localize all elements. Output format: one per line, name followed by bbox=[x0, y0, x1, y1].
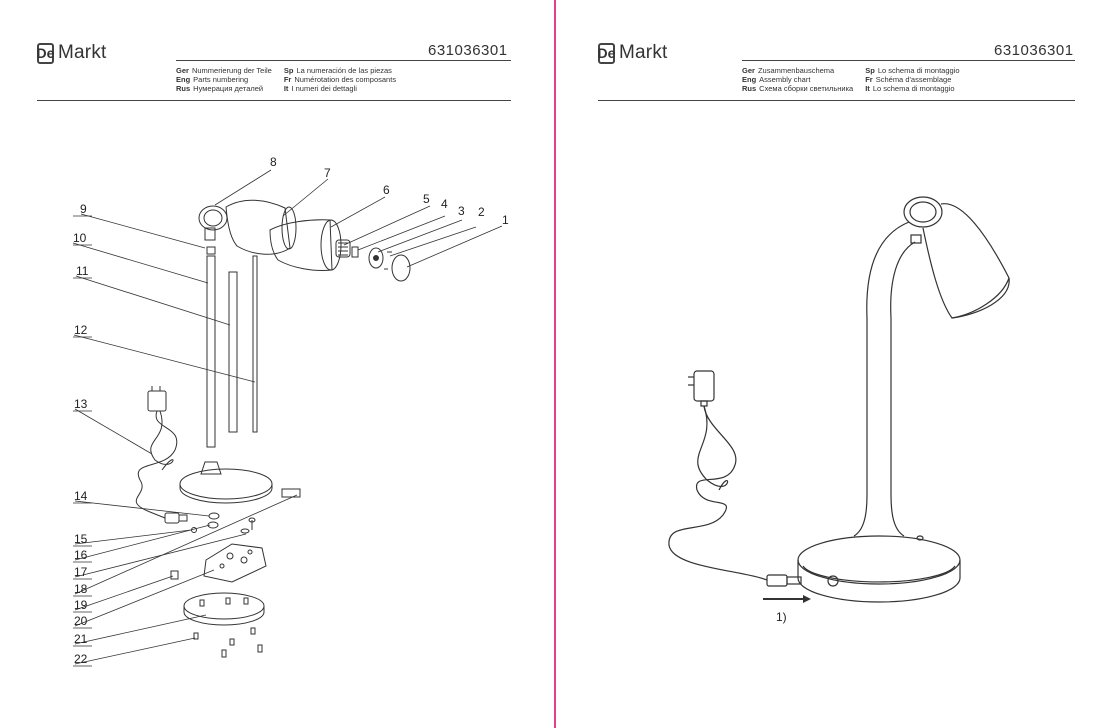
power-adapter bbox=[668, 370, 802, 587]
switch-plate bbox=[281, 488, 301, 498]
led-module bbox=[335, 239, 351, 258]
screws-small bbox=[384, 251, 392, 270]
leader-10 bbox=[72, 242, 209, 284]
diffuser-cap bbox=[391, 254, 411, 282]
part-number-22: 22 bbox=[74, 652, 88, 666]
part-number-18: 18 bbox=[74, 582, 88, 596]
leader-11 bbox=[75, 275, 231, 326]
logo-mark: De bbox=[37, 42, 54, 64]
exploded-parts-diagram: 1 2 3 4 5 6 7 8 9 10 11 12 13 14 15 16 1… bbox=[72, 155, 509, 667]
inner-shade bbox=[269, 219, 342, 271]
header-rule-bottom bbox=[37, 100, 511, 101]
gooseneck-left bbox=[866, 221, 910, 319]
leader-7 bbox=[282, 178, 329, 217]
tube-10 bbox=[206, 255, 216, 448]
brand-logo: De Markt bbox=[598, 42, 668, 64]
logo-word: Markt bbox=[619, 42, 668, 63]
base-cover bbox=[179, 461, 273, 504]
lamp-head bbox=[903, 196, 1010, 319]
part-number-19: 19 bbox=[74, 598, 88, 612]
gooseneck-right bbox=[890, 241, 916, 319]
part-number-7: 7 bbox=[324, 166, 331, 180]
part-number-12: 12 bbox=[74, 323, 88, 337]
part-number-17: 17 bbox=[74, 565, 88, 579]
part-number-16: 16 bbox=[74, 548, 88, 562]
part-number-20: 20 bbox=[74, 614, 88, 628]
header-rule-top bbox=[742, 60, 1075, 61]
part-number-5: 5 bbox=[423, 192, 430, 206]
leader-16 bbox=[74, 524, 211, 561]
power-adapter bbox=[135, 386, 188, 524]
part-number-21: 21 bbox=[74, 632, 88, 646]
bottom-housing bbox=[183, 592, 265, 626]
article-number: 631036301 bbox=[428, 42, 508, 59]
leader-22 bbox=[74, 637, 196, 665]
part-number-9: 9 bbox=[80, 202, 87, 216]
switch-19 bbox=[170, 570, 179, 580]
stem-right bbox=[890, 318, 905, 537]
part-number-8: 8 bbox=[270, 155, 277, 169]
part-number-13: 13 bbox=[74, 397, 88, 411]
header-rule-bottom bbox=[598, 100, 1075, 101]
logo-word: Markt bbox=[58, 42, 107, 63]
leader-5 bbox=[343, 205, 431, 246]
tube-11 bbox=[228, 271, 238, 433]
part-number-15: 15 bbox=[74, 532, 88, 546]
leader-19 bbox=[74, 575, 174, 611]
page-divider bbox=[554, 0, 556, 728]
holder-disc bbox=[368, 247, 384, 269]
part-number-10: 10 bbox=[73, 231, 87, 245]
leader-18 bbox=[74, 494, 298, 595]
small-screws-15-16 bbox=[191, 517, 256, 534]
stem-left bbox=[853, 318, 868, 537]
leader-14 bbox=[74, 500, 210, 517]
leader-3 bbox=[377, 219, 463, 253]
leader-13 bbox=[74, 408, 153, 455]
rod-12 bbox=[252, 255, 258, 433]
leader-4 bbox=[357, 215, 446, 251]
leader-20 bbox=[74, 569, 215, 627]
washer-14 bbox=[208, 512, 220, 520]
leader-2 bbox=[389, 226, 477, 257]
leader-8 bbox=[214, 169, 272, 206]
part-number-3: 3 bbox=[458, 204, 465, 218]
part-number-2: 2 bbox=[478, 205, 485, 219]
circuit-board bbox=[203, 543, 267, 583]
insert-arrow bbox=[763, 595, 811, 603]
brand-logo: De Markt bbox=[37, 42, 107, 64]
leader-21 bbox=[74, 614, 207, 645]
outer-shade bbox=[225, 199, 297, 255]
lamp-base bbox=[797, 535, 961, 603]
header-rule-top bbox=[176, 60, 511, 61]
leader-6 bbox=[330, 196, 386, 228]
part-number-11: 11 bbox=[76, 264, 89, 278]
tube-connector bbox=[206, 246, 216, 255]
leader-15 bbox=[74, 529, 192, 545]
small-bracket bbox=[351, 246, 359, 258]
leader-12 bbox=[73, 334, 256, 383]
part-number-4: 4 bbox=[441, 197, 448, 211]
feet bbox=[193, 627, 263, 658]
leader-1 bbox=[406, 225, 503, 268]
logo-mark: De bbox=[598, 42, 615, 64]
step-label: 1) bbox=[776, 610, 787, 624]
assembled-lamp-diagram: 1) bbox=[668, 196, 1010, 624]
part-number-1: 1 bbox=[502, 213, 509, 227]
part-number-6: 6 bbox=[383, 183, 390, 197]
part-number-14: 14 bbox=[74, 489, 88, 503]
article-number: 631036301 bbox=[994, 42, 1074, 59]
leader-9 bbox=[80, 213, 206, 249]
lamp-head-cup bbox=[198, 205, 228, 241]
